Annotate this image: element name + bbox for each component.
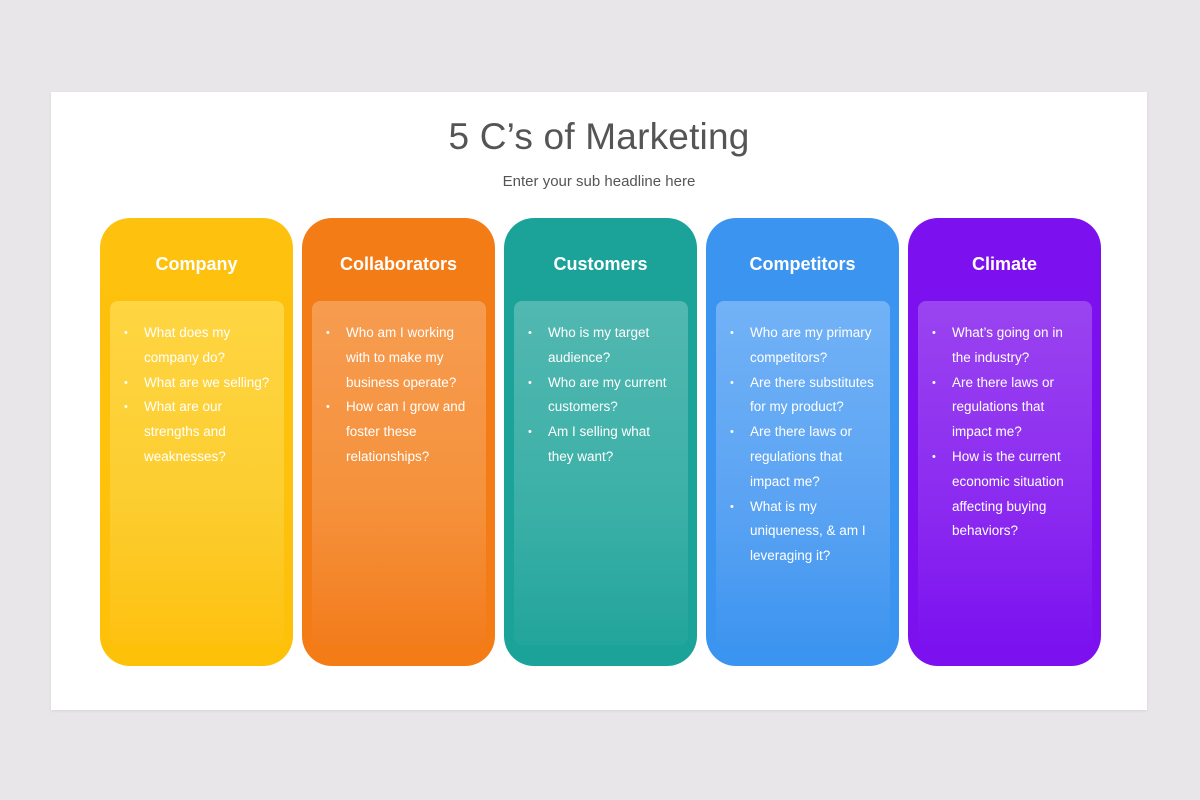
card-body: What’s going on in the industry? Are the… (918, 301, 1092, 645)
bullet-list: Who is my target audience? Who are my cu… (528, 321, 678, 470)
card-climate: Climate What’s going on in the industry?… (908, 218, 1101, 666)
card-title: Climate (971, 254, 1038, 274)
bullet-item: What’s going on in the industry? (932, 321, 1082, 371)
bullet-list: Who are my primary competitors? Are ther… (730, 321, 880, 569)
bullet-list: Who am I working with to make my busines… (326, 321, 476, 470)
card-title: Collaborators (339, 254, 458, 274)
card-title: Customers (553, 254, 648, 274)
slide: 5 C’s of Marketing Enter your sub headli… (51, 92, 1147, 710)
card-body: What does my company do? What are we sel… (110, 301, 284, 645)
bullet-item: How can I grow and foster these relation… (326, 395, 476, 469)
bullet-item: Who is my target audience? (528, 321, 678, 371)
bullet-item: Who are my primary competitors? (730, 321, 880, 371)
card-collaborators: Collaborators Who am I working with to m… (302, 218, 495, 666)
bullet-item: Are there substitutes for my product? (730, 371, 880, 421)
card-title: Competitors (749, 254, 856, 274)
bullet-item: What is my uniqueness, & am I leveraging… (730, 495, 880, 569)
slide-title: 5 C’s of Marketing (448, 116, 750, 157)
slide-subtitle: Enter your sub headline here (502, 173, 696, 190)
card-title: Company (155, 254, 238, 274)
bullet-item: Are there laws or regulations that impac… (932, 371, 1082, 445)
card-body: Who is my target audience? Who are my cu… (514, 301, 688, 645)
bullet-item: How is the current economic situation af… (932, 445, 1082, 544)
card-customers: Customers Who is my target audience? Who… (504, 218, 697, 666)
bullet-item: Who am I working with to make my busines… (326, 321, 476, 395)
card-company: Company What does my company do? What ar… (100, 218, 293, 666)
bullet-item: What are we selling? (124, 371, 274, 396)
card-competitors: Competitors Who are my primary competito… (706, 218, 899, 666)
bullet-item: What does my company do? (124, 321, 274, 371)
card-body: Who are my primary competitors? Are ther… (716, 301, 890, 645)
bullet-item: What are our strengths and weaknesses? (124, 395, 274, 469)
bullet-list: What does my company do? What are we sel… (124, 321, 274, 470)
card-body: Who am I working with to make my busines… (312, 301, 486, 645)
bullet-list: What’s going on in the industry? Are the… (932, 321, 1082, 544)
bullet-item: Who are my current customers? (528, 371, 678, 421)
bullet-item: Am I selling what they want? (528, 420, 678, 470)
bullet-item: Are there laws or regulations that impac… (730, 420, 880, 494)
